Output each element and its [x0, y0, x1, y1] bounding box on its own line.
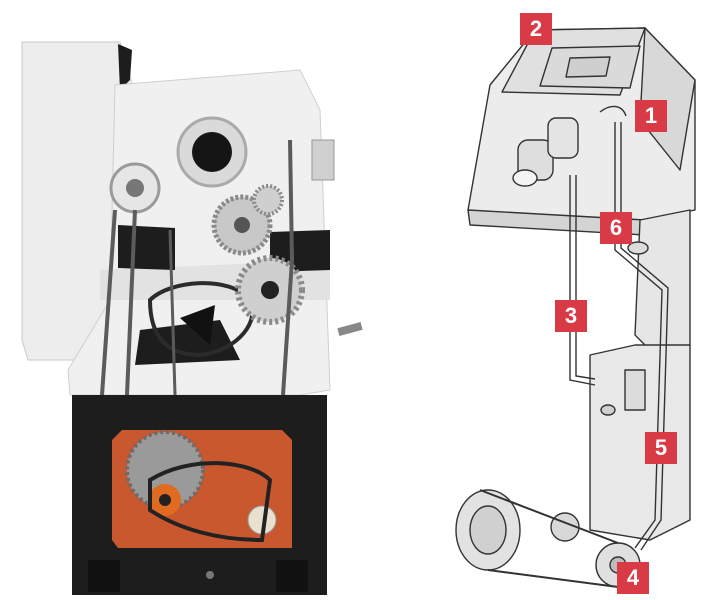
- cable-loop: [147, 281, 255, 358]
- oil-line-feed: [620, 122, 669, 551]
- drive-belt: [148, 461, 273, 543]
- shaft-housing: [547, 117, 579, 159]
- sight-glass: [624, 369, 646, 411]
- oil-pipe: [125, 209, 137, 396]
- lever: [337, 322, 363, 336]
- shadow-block: [118, 225, 175, 270]
- callout-6: 6: [600, 212, 632, 244]
- shaft-end: [512, 169, 538, 187]
- motor-pulley-hub: [159, 494, 171, 506]
- upper-pulley-hub: [126, 179, 144, 197]
- drain-plug: [600, 404, 616, 416]
- oil-pipe: [100, 209, 117, 396]
- tank-upper: [634, 209, 691, 351]
- bolt: [206, 571, 214, 579]
- callout-1: 1: [635, 100, 667, 132]
- headstock-side: [639, 27, 696, 171]
- cabinet-foot: [276, 560, 308, 592]
- oil-line-return: [569, 175, 596, 386]
- main-pulley-hub: [469, 505, 507, 555]
- oil-line-feed: [614, 122, 663, 549]
- callout-5: 5: [645, 432, 677, 464]
- oil-pipe: [168, 229, 177, 396]
- lower-gear-hub: [261, 281, 279, 299]
- fitting: [311, 139, 335, 181]
- spindle-bore: [192, 132, 232, 172]
- cabinet-foot: [88, 560, 120, 592]
- oil-line-elbow: [599, 105, 627, 117]
- oil-pipe: [281, 139, 295, 396]
- oil-line-return: [575, 175, 596, 380]
- cover-edge: [118, 44, 132, 90]
- shadow-block: [270, 230, 330, 272]
- filler-cap: [627, 241, 649, 255]
- callout-3: 3: [555, 300, 587, 332]
- callout-2: 2: [520, 13, 552, 45]
- gear-hub: [234, 217, 250, 233]
- lathe-photo: [21, 41, 363, 595]
- small-gear: [252, 184, 284, 216]
- inspection-window: [565, 56, 611, 78]
- belt: [479, 489, 619, 588]
- lubrication-diagram: [455, 27, 696, 588]
- arrow-plate: [180, 305, 215, 345]
- callout-4: 4: [617, 562, 649, 594]
- motor: [125, 430, 205, 510]
